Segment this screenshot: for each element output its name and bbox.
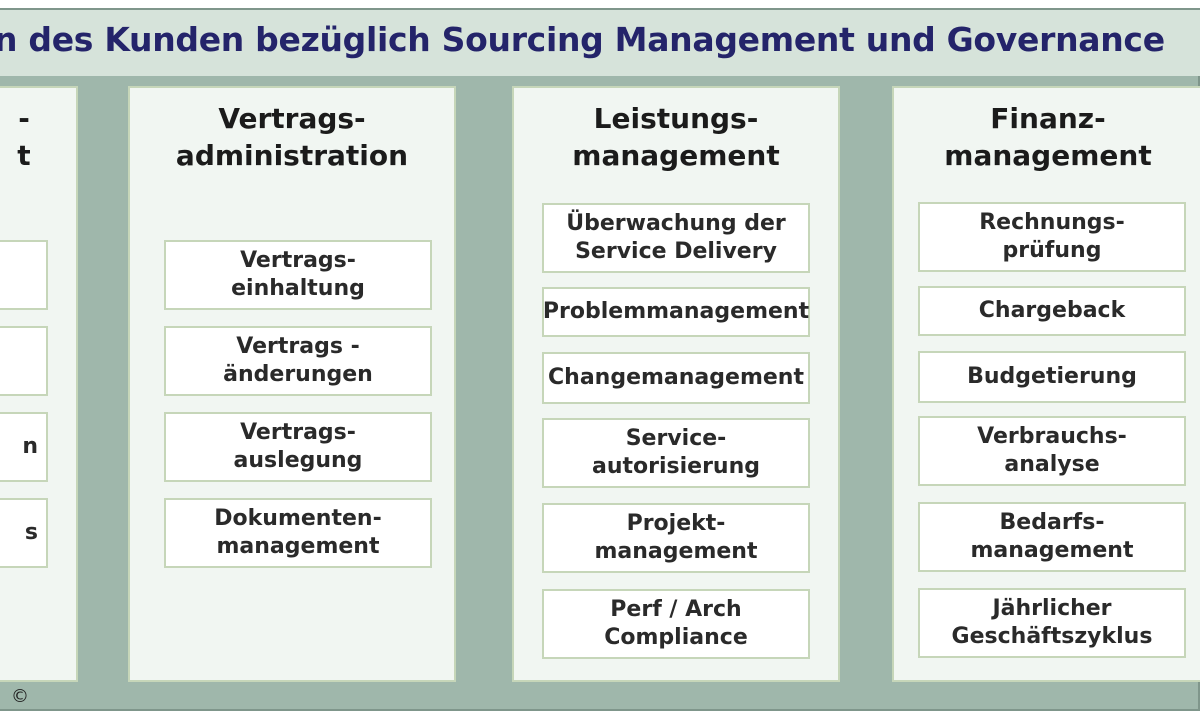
- task-box: Vertrags- auslegung: [164, 412, 432, 482]
- task-box-label: autorisierung: [591, 454, 760, 479]
- task-box: Projekt- management: [542, 503, 810, 573]
- task-box: Changemanagement: [542, 352, 810, 404]
- task-box: Dokumenten- management: [164, 498, 432, 568]
- column-partial: - t n s: [0, 86, 78, 682]
- task-box: Jährlicher Geschäftszyklus: [918, 588, 1186, 658]
- task-box: Problemmanagement: [542, 287, 810, 337]
- task-box-label: Vertrags-: [240, 420, 356, 445]
- title-band: [0, 10, 1200, 76]
- task-box-label: Rechnungs-: [979, 210, 1125, 235]
- task-box-label: Vertrags -: [236, 334, 360, 359]
- column-heading-line: management: [944, 139, 1152, 172]
- task-box-label: management: [216, 534, 380, 559]
- task-box-label: Budgetierung: [967, 364, 1137, 389]
- task-box-label: Problemmanagement: [542, 299, 810, 324]
- column-heading: Vertrags- administration: [130, 100, 454, 174]
- task-box: Verbrauchs- analyse: [918, 416, 1186, 486]
- column-heading: Finanz- management: [894, 100, 1200, 174]
- column-heading-line: administration: [175, 139, 409, 172]
- task-box-label: Service Delivery: [575, 239, 777, 264]
- task-box: Service- autorisierung: [542, 418, 810, 488]
- task-box-label: Vertrags-: [240, 248, 356, 273]
- task-box-label: Überwachung der: [566, 211, 786, 236]
- task-box-label: prüfung: [1002, 238, 1102, 263]
- task-box: Vertrags - änderungen: [164, 326, 432, 396]
- task-box: Bedarfs- management: [918, 502, 1186, 572]
- diagram-title: n des Kunden bezüglich Sourcing Manageme…: [0, 20, 1165, 59]
- task-box-label: management: [594, 539, 758, 564]
- task-box-label: Chargeback: [978, 298, 1126, 323]
- task-box-label: änderungen: [223, 362, 373, 387]
- column-finanzmanagement: Finanz- management Rechnungs- prüfung Ch…: [892, 86, 1200, 682]
- task-box: n: [0, 412, 48, 482]
- task-box-label: Perf / Arch: [610, 597, 742, 622]
- task-box-label: Geschäftszyklus: [951, 624, 1153, 649]
- task-box: Vertrags- einhaltung: [164, 240, 432, 310]
- task-box: Rechnungs- prüfung: [918, 202, 1186, 272]
- task-box-label: Dokumenten-: [214, 506, 382, 531]
- column-heading-line: Finanz-: [990, 102, 1106, 135]
- column-heading-line: -: [18, 102, 30, 135]
- task-box-label: auslegung: [233, 448, 363, 473]
- task-box-label: management: [970, 538, 1134, 563]
- column-heading-line: management: [572, 139, 780, 172]
- column-heading-line: t: [17, 139, 31, 172]
- task-box: Überwachung der Service Delivery: [542, 203, 810, 273]
- task-box-label: einhaltung: [231, 276, 365, 301]
- task-box: [0, 240, 48, 310]
- column-heading-line: Vertrags-: [218, 102, 366, 135]
- task-box: Perf / Arch Compliance: [542, 589, 810, 659]
- task-box-label: Projekt-: [626, 511, 726, 536]
- task-box-label: Bedarfs-: [999, 510, 1105, 535]
- task-box-label: Jährlicher: [992, 596, 1112, 621]
- task-box-label: Service-: [625, 426, 727, 451]
- task-box: [0, 326, 48, 396]
- task-box: Budgetierung: [918, 351, 1186, 403]
- column-leistungsmanagement: Leistungs- management Überwachung der Se…: [512, 86, 840, 682]
- column-vertragsadministration: Vertrags- administration Vertrags- einha…: [128, 86, 456, 682]
- task-box-label: s: [24, 520, 38, 545]
- task-box-label: analyse: [1004, 452, 1100, 477]
- column-heading: Leistungs- management: [514, 100, 838, 174]
- task-box-label: Changemanagement: [548, 365, 804, 390]
- column-heading-line: Leistungs-: [593, 102, 759, 135]
- column-heading: - t: [0, 100, 76, 174]
- copyright-mark: ©: [11, 686, 29, 707]
- task-box-label: Verbrauchs-: [977, 424, 1127, 449]
- task-box-label: n: [22, 434, 38, 459]
- task-box: s: [0, 498, 48, 568]
- task-box-label: Compliance: [604, 625, 748, 650]
- task-box: Chargeback: [918, 286, 1186, 336]
